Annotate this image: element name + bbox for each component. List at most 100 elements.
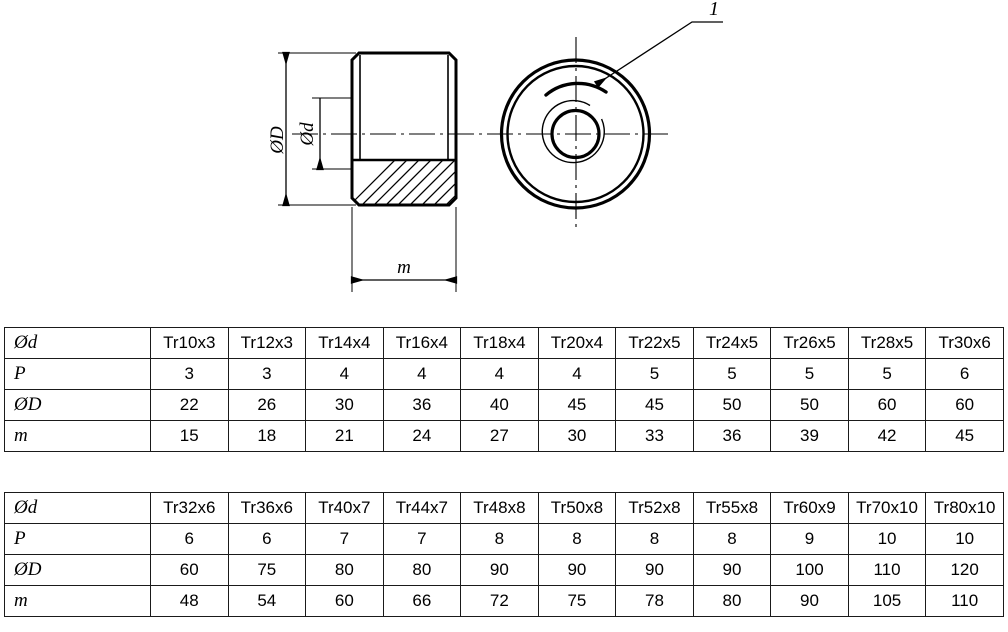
- table-cell: 60: [847, 389, 927, 421]
- table-cell: 4: [382, 358, 462, 390]
- table-cell: 30: [305, 389, 384, 421]
- table-cell: 120: [925, 554, 1004, 586]
- table-cell: 4: [460, 358, 539, 390]
- table-cell: 39: [770, 420, 849, 452]
- table-cell: 90: [692, 554, 772, 586]
- row-header-diameter-D: ØD: [4, 554, 151, 586]
- table-cell: 9: [770, 523, 849, 555]
- column-header: Tr24x5: [692, 327, 772, 359]
- section-hatching: [352, 160, 456, 205]
- table-cell: 90: [460, 554, 539, 586]
- table-cell: 45: [925, 420, 1004, 452]
- row-header-pitch: P: [4, 523, 151, 555]
- table-cell: 50: [692, 389, 772, 421]
- table-cell: 105: [847, 585, 927, 617]
- table-row: m 48 54 60 66 72 75 78 80 90 105 110: [4, 585, 1004, 617]
- table-cell: 6: [150, 523, 229, 555]
- table-cell: 36: [692, 420, 772, 452]
- spec-table-2: Ød Tr32x6 Tr36x6 Tr40x7 Tr44x7 Tr48x8 Tr…: [4, 492, 1004, 617]
- table-cell: 30: [537, 420, 617, 452]
- column-header: Tr80x10: [925, 492, 1004, 524]
- row-header-height: m: [4, 420, 151, 452]
- table-cell: 6: [227, 523, 307, 555]
- thread-root-arc: [541, 99, 605, 164]
- table-cell: 10: [847, 523, 927, 555]
- table-cell: 110: [847, 554, 927, 586]
- bore-wall-lines: [359, 55, 449, 160]
- column-header: Tr40x7: [305, 492, 384, 524]
- spec-table-1: Ød Tr10x3 Tr12x3 Tr14x4 Tr16x4 Tr18x4 Tr…: [4, 327, 1004, 452]
- row-header-diameter-d: Ød: [4, 327, 151, 359]
- column-header: Tr26x5: [770, 327, 849, 359]
- column-header: Tr32x6: [150, 492, 229, 524]
- table-cell: 48: [150, 585, 229, 617]
- extension-lines-height: [351, 207, 457, 292]
- table-cell: 75: [537, 585, 617, 617]
- column-header: Tr10x3: [150, 327, 229, 359]
- table-cell: 90: [770, 585, 849, 617]
- nut-body-outline: [350, 51, 458, 207]
- table-cell: 66: [382, 585, 462, 617]
- extension-lines-outer-diameter: [278, 52, 356, 206]
- table-cell: 8: [537, 523, 617, 555]
- chamfer-indication-arc: [544, 81, 608, 97]
- item-number-label: 1: [709, 0, 719, 20]
- table-cell: 45: [537, 389, 617, 421]
- outer-circle: [499, 58, 652, 210]
- table-cell: 40: [460, 389, 539, 421]
- table-cell: 8: [692, 523, 772, 555]
- table-cell: 60: [150, 554, 229, 586]
- column-header: Tr16x4: [382, 327, 462, 359]
- row-header-diameter-d: Ød: [4, 492, 151, 524]
- bore-circle: [550, 108, 601, 160]
- column-header: Tr22x5: [615, 327, 694, 359]
- table-cell: 110: [925, 585, 1004, 617]
- table-cell: 5: [692, 358, 772, 390]
- table-cell: 6: [925, 358, 1004, 390]
- table-cell: 33: [615, 420, 694, 452]
- table-cell: 24: [382, 420, 462, 452]
- column-header: Tr50x8: [537, 492, 617, 524]
- table-cell: 36: [382, 389, 462, 421]
- table-cell: 7: [382, 523, 462, 555]
- table-row: ØD 22 26 30 36 40 45 45 50 50 60 60: [4, 389, 1004, 421]
- table-cell: 4: [537, 358, 617, 390]
- chamfer-circle: [506, 64, 645, 204]
- table-cell: 8: [615, 523, 694, 555]
- front-end-view: 1: [292, 0, 723, 232]
- table-row: ØD 60 75 80 80 90 90 90 90 100 110 120: [4, 554, 1004, 586]
- column-header: Tr55x8: [692, 492, 772, 524]
- table-cell: 80: [305, 554, 384, 586]
- table-cell: 4: [305, 358, 384, 390]
- row-header-diameter-D: ØD: [4, 389, 151, 421]
- table-cell: 72: [460, 585, 539, 617]
- table-row: Ød Tr32x6 Tr36x6 Tr40x7 Tr44x7 Tr48x8 Tr…: [4, 492, 1004, 524]
- table-cell: 60: [925, 389, 1004, 421]
- table-row: P 3 3 4 4 4 4 5 5 5 5 6: [4, 358, 1004, 390]
- table-cell: 75: [227, 554, 307, 586]
- table-cell: 54: [227, 585, 307, 617]
- column-header: Tr44x7: [382, 492, 462, 524]
- table-cell: 22: [150, 389, 229, 421]
- table-cell: 3: [227, 358, 307, 390]
- table-row: Ød Tr10x3 Tr12x3 Tr14x4 Tr16x4 Tr18x4 Tr…: [4, 327, 1004, 359]
- column-header: Tr52x8: [615, 492, 694, 524]
- item-leader-line: [593, 21, 723, 88]
- drawing-canvas: ØD Ød m: [267, 0, 723, 292]
- column-header: Tr28x5: [847, 327, 927, 359]
- row-header-pitch: P: [4, 358, 151, 390]
- table-cell: 90: [615, 554, 694, 586]
- column-header: Tr36x6: [227, 492, 307, 524]
- chamfer-edge-lines: [351, 52, 457, 61]
- table-cell: 50: [770, 389, 849, 421]
- column-header: Tr12x3: [227, 327, 307, 359]
- table-cell: 5: [847, 358, 927, 390]
- table-cell: 7: [305, 523, 384, 555]
- table-cell: 100: [770, 554, 849, 586]
- technical-drawing: ØD Ød m: [0, 0, 1008, 312]
- table-1-body: Ød Tr10x3 Tr12x3 Tr14x4 Tr16x4 Tr18x4 Tr…: [4, 327, 1004, 452]
- table-cell: 80: [692, 585, 772, 617]
- table-cell: 78: [615, 585, 694, 617]
- table-cell: 10: [925, 523, 1004, 555]
